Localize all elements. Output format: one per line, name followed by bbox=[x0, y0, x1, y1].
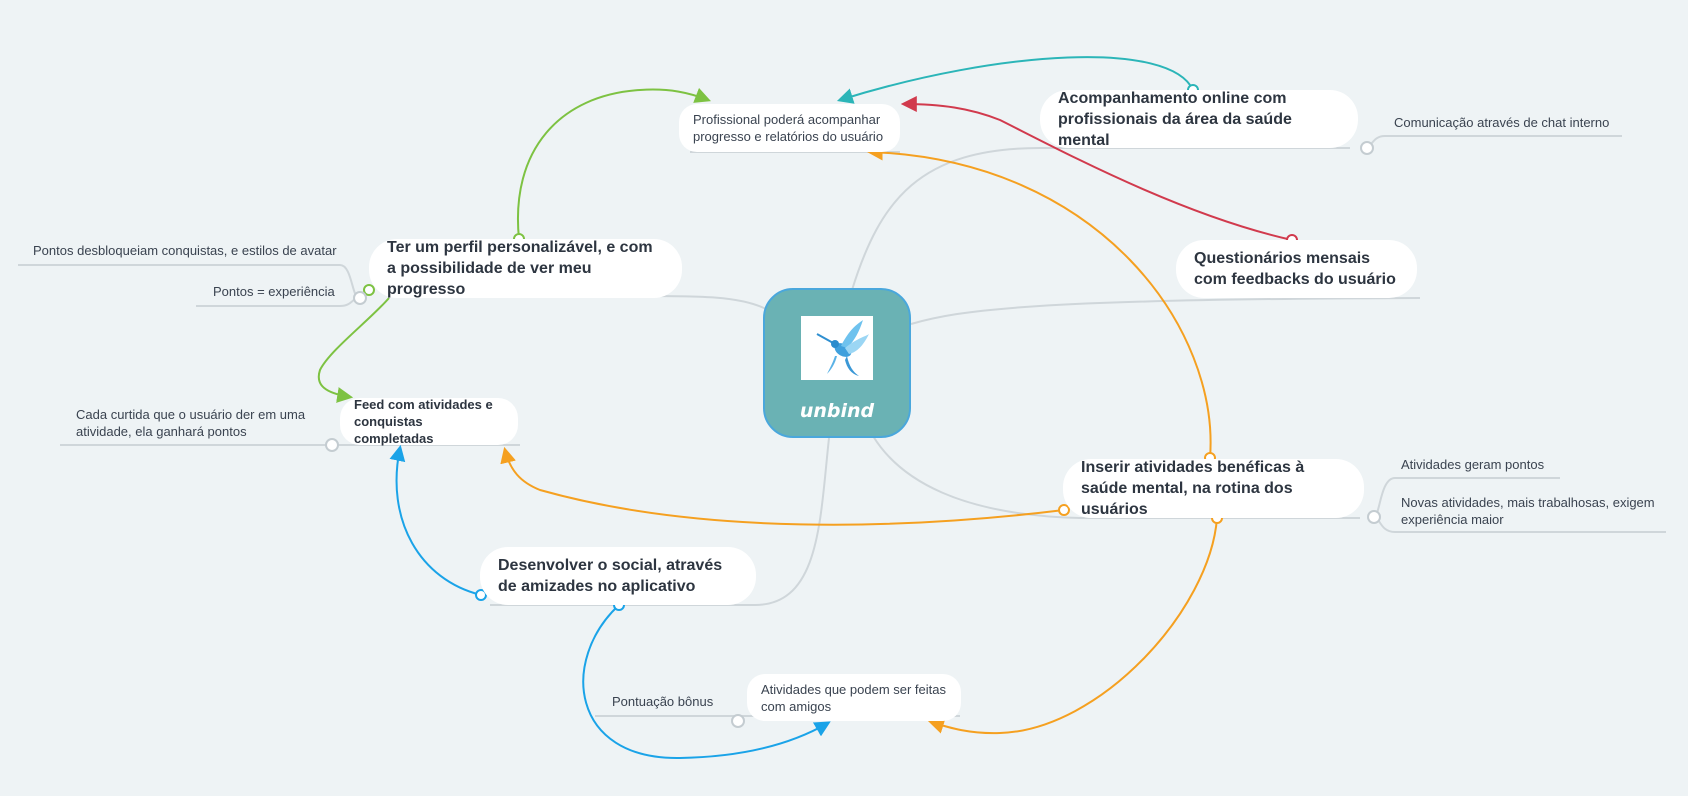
dot-inserir-collapse bbox=[1367, 510, 1381, 524]
link-social-to-amigos bbox=[582, 604, 831, 760]
leaf-pontuacao-bonus[interactable]: Pontuação bônus bbox=[612, 694, 714, 709]
leaf-comunicacao[interactable]: Comunicação através de chat interno bbox=[1394, 115, 1610, 130]
hummingbird-icon bbox=[801, 316, 873, 380]
node-profissional-label: Profissional poderá acompanhar progresso… bbox=[693, 112, 884, 144]
dot-acompanhamento-collapse bbox=[1360, 141, 1374, 155]
central-topic-label: unbind bbox=[799, 400, 875, 422]
node-questionarios-label: Questionários mensais com feedbacks do u… bbox=[1194, 250, 1396, 288]
leaf-pontos-desbloqueiam[interactable]: Pontos desbloqueiam conquistas, e estilo… bbox=[33, 243, 337, 258]
node-amigos-label: Atividades que podem ser feitas com amig… bbox=[761, 681, 946, 714]
link-inserir-to-feed bbox=[500, 446, 1065, 526]
node-inserir-label: Inserir atividades benéficas à saúde men… bbox=[1081, 459, 1305, 518]
node-perfil-label: Ter um perfil personalizável, e com a po… bbox=[387, 239, 653, 298]
link-perfil-to-profissional bbox=[516, 87, 711, 240]
link-acompanhamento-to-profissional bbox=[836, 56, 1194, 104]
node-feed[interactable]: Feed com atividades e conquistas complet… bbox=[340, 397, 518, 446]
branch-center-inserir bbox=[872, 435, 1360, 519]
link-social-to-feed bbox=[389, 444, 482, 596]
leaf-cada-curtida[interactable]: Cada curtida que o usuário der em uma at… bbox=[76, 407, 306, 439]
node-social-label: Desenvolver o social, através de amizade… bbox=[498, 557, 723, 595]
node-feed-label: Feed com atividades e conquistas complet… bbox=[354, 397, 493, 446]
central-topic[interactable]: unbind bbox=[763, 288, 911, 438]
dot-feed-collapse bbox=[325, 438, 339, 452]
node-amigos[interactable]: Atividades que podem ser feitas com amig… bbox=[747, 674, 961, 721]
link-questionarios-to-profissional bbox=[900, 96, 1293, 241]
branch-center-social bbox=[490, 437, 830, 606]
node-social[interactable]: Desenvolver o social, através de amizade… bbox=[480, 547, 756, 605]
node-perfil[interactable]: Ter um perfil personalizável, e com a po… bbox=[369, 239, 682, 298]
leaf-pontos-experiencia[interactable]: Pontos = experiência bbox=[213, 284, 335, 299]
leaf-line-comunicacao bbox=[1364, 135, 1622, 149]
branch-center-questionarios bbox=[910, 297, 1421, 325]
leaf-novas-atividades[interactable]: Novas atividades, mais trabalhosas, exig… bbox=[1401, 495, 1655, 527]
dot-amigos-collapse bbox=[731, 714, 745, 728]
link-perfil-to-feed bbox=[317, 297, 390, 403]
node-acompanhamento[interactable]: Acompanhamento online com profissionais … bbox=[1040, 89, 1358, 149]
leaf-atividades-geram[interactable]: Atividades geram pontos bbox=[1401, 457, 1545, 472]
link-inserir-to-profissional bbox=[866, 144, 1212, 459]
node-questionarios[interactable]: Questionários mensais com feedbacks do u… bbox=[1176, 240, 1417, 298]
branch-center-acompanhamento bbox=[851, 147, 1350, 291]
dot-perfil-left bbox=[363, 284, 375, 296]
node-inserir[interactable]: Inserir atividades benéficas à saúde men… bbox=[1063, 459, 1364, 518]
node-acompanhamento-label: Acompanhamento online com profissionais … bbox=[1058, 89, 1292, 149]
link-inserir-to-amigos bbox=[927, 517, 1218, 735]
node-profissional[interactable]: Profissional poderá acompanhar progresso… bbox=[679, 104, 900, 152]
dot-inserir-left bbox=[1058, 504, 1070, 516]
dot-perfil-collapse bbox=[353, 291, 367, 305]
